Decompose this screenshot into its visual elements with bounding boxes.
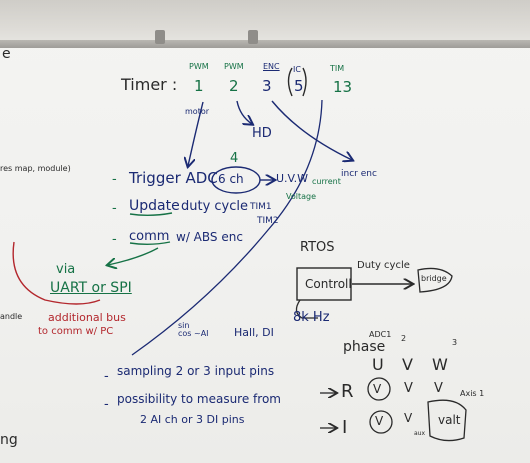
timer-number-1: 1 bbox=[194, 77, 204, 95]
controller-label: Controll bbox=[305, 277, 352, 291]
four-label: 4 bbox=[230, 151, 239, 166]
to-comm-pc-text: to comm w/ PC bbox=[38, 326, 114, 337]
handle-text: andle bbox=[0, 312, 23, 321]
duty-cycle-text: duty cycle bbox=[181, 199, 249, 214]
bullet-sampling: - bbox=[104, 369, 109, 384]
edge-letter: e bbox=[2, 46, 11, 62]
cell-r-v: V bbox=[404, 381, 413, 396]
current-label: current bbox=[312, 177, 341, 186]
mode-pwm-1: PWM bbox=[189, 62, 209, 71]
timer-label: Timer : bbox=[121, 75, 178, 94]
board-clip-left bbox=[155, 30, 165, 44]
trigger-adc-text: Trigger ADC bbox=[129, 169, 218, 187]
col-w-label: W bbox=[432, 355, 448, 374]
sampling-text: sampling 2 or 3 input pins bbox=[117, 364, 275, 378]
bridge-label: bridge bbox=[421, 274, 447, 283]
aux-label: aux bbox=[414, 430, 426, 437]
cell-i-v: V bbox=[404, 411, 413, 425]
comm-text: comm bbox=[129, 229, 170, 244]
additional-bus-text: additional bus bbox=[48, 311, 126, 324]
motor-label: motor bbox=[185, 107, 210, 116]
cell-r-w: V bbox=[434, 381, 443, 396]
phase-label: phase bbox=[343, 339, 386, 355]
adc3-label: 3 bbox=[452, 338, 458, 347]
uart-spi-label: UART or SPI bbox=[50, 280, 132, 296]
voltage-label: Voltage bbox=[286, 192, 317, 201]
mode-pwm-2: PWM bbox=[224, 62, 244, 71]
col-v-label: V bbox=[402, 355, 413, 374]
tim1-label: TIM1 bbox=[250, 202, 272, 212]
bullet-possibility: - bbox=[104, 397, 109, 412]
eight-khz-label: 8k Hz bbox=[293, 310, 330, 325]
timer-number-3: 3 bbox=[262, 77, 272, 95]
marker-tray bbox=[0, 40, 530, 48]
left-cut-note: res map, module) bbox=[0, 164, 71, 173]
incr-enc-label: incr enc bbox=[341, 169, 377, 179]
update-text: Update bbox=[129, 198, 180, 214]
timer-number-5: 5 bbox=[294, 77, 304, 95]
cell-r-u: V bbox=[373, 382, 382, 396]
bullet-comm: - bbox=[112, 232, 117, 247]
wall-rail bbox=[0, 0, 530, 46]
bullet-trigger: - bbox=[112, 172, 117, 187]
mode-tim: TIM bbox=[330, 64, 345, 73]
ai-di-text: 2 AI ch or 3 DI pins bbox=[140, 413, 245, 426]
mode-ic: IC bbox=[293, 65, 301, 74]
rtos-label: RTOS bbox=[300, 240, 335, 255]
hall-di-label: Hall, DI bbox=[234, 326, 274, 339]
cell-i-u: V bbox=[375, 414, 384, 428]
via-label: via bbox=[56, 262, 76, 277]
row-r-label: R bbox=[341, 381, 354, 402]
comm-abs-text: w/ ABS enc bbox=[176, 230, 243, 244]
timer-number-2: 2 bbox=[229, 77, 239, 95]
adc1-label: ADC1 bbox=[369, 330, 392, 339]
uvw-label: U.V.W bbox=[276, 172, 309, 185]
valt-label: valt bbox=[438, 413, 461, 427]
tim2-label: TIM2 bbox=[257, 216, 279, 226]
possibility-text: possibility to measure from bbox=[117, 392, 281, 406]
bullet-update: - bbox=[112, 201, 117, 216]
board-clip-right bbox=[248, 30, 258, 44]
timer-number-13: 13 bbox=[333, 78, 353, 96]
six-ch-label: 6 ch bbox=[218, 172, 244, 186]
duty-cycle-arrow-label: Duty cycle bbox=[357, 260, 410, 271]
row-i-label: I bbox=[342, 417, 348, 438]
col-u-label: U bbox=[372, 355, 384, 374]
axis1-label: Axis 1 bbox=[460, 389, 485, 398]
bottom-left-text: ng bbox=[0, 432, 18, 448]
mode-enc: ENC bbox=[263, 62, 280, 71]
hd-label: HD bbox=[252, 126, 272, 141]
sin-cos-ai-label: sin cos ~AI bbox=[178, 321, 209, 339]
adc2-label: 2 bbox=[401, 334, 407, 343]
